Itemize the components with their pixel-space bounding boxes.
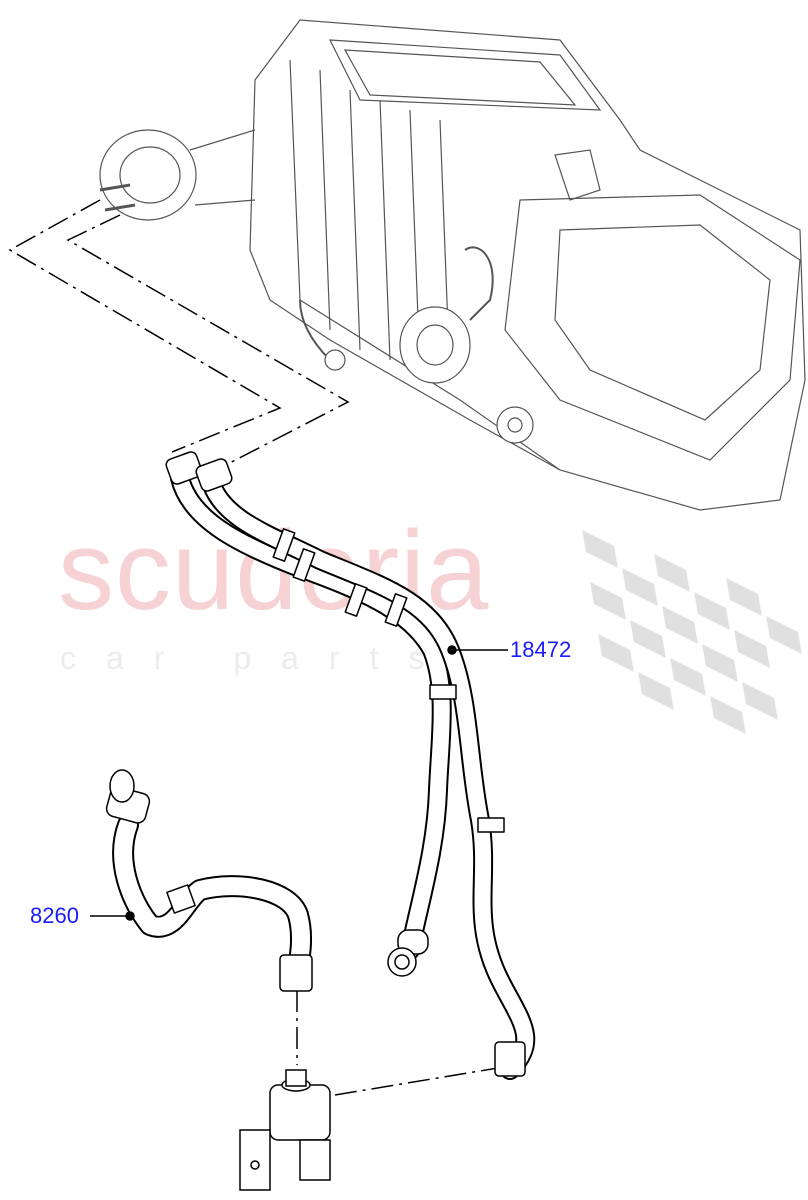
heater-hose-8260 xyxy=(105,769,313,992)
connection-leader-lines xyxy=(8,199,499,1096)
hvac-unit xyxy=(99,19,806,511)
callout-leaders xyxy=(90,645,508,921)
leader-line-upper-2 xyxy=(66,214,350,469)
flag-square xyxy=(766,616,802,654)
flag-square xyxy=(734,630,770,668)
flag-square xyxy=(742,682,778,720)
flag-square xyxy=(630,620,666,658)
watermark-checkered-flag xyxy=(582,530,802,734)
heater-hose-18472 xyxy=(165,451,536,1080)
leader-line-upper-1 xyxy=(8,199,282,453)
auxiliary-coolant-pump xyxy=(239,1069,331,1191)
flag-square xyxy=(622,568,658,606)
flag-square xyxy=(662,606,698,644)
flag-square xyxy=(582,530,618,568)
flag-square xyxy=(694,592,730,630)
callout-part-18472[interactable]: 18472 xyxy=(510,637,572,662)
flag-square xyxy=(654,554,690,592)
flag-square xyxy=(702,644,738,682)
flag-square xyxy=(638,672,674,710)
watermark-tagline: car parts xyxy=(60,640,455,676)
flag-square xyxy=(710,696,746,734)
leader-line-pump-horizontal xyxy=(334,1067,499,1096)
callout-part-8260[interactable]: 8260 xyxy=(30,903,79,928)
flag-square xyxy=(590,582,626,620)
flag-square xyxy=(726,578,762,616)
flag-square xyxy=(670,658,706,696)
flag-square xyxy=(598,634,634,672)
